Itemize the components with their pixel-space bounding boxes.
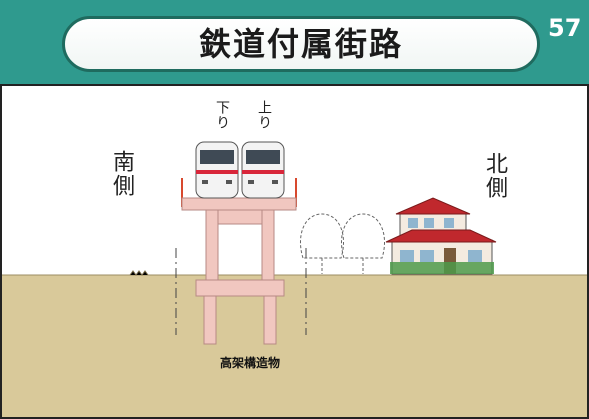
train-up-track bbox=[241, 141, 285, 199]
tree-2 bbox=[341, 213, 385, 274]
structure-label: 高架構造物 bbox=[219, 356, 280, 370]
tree-1 bbox=[300, 213, 344, 274]
grass-tuft bbox=[129, 270, 149, 276]
train-down-track bbox=[195, 141, 239, 199]
page-number: 57 bbox=[548, 14, 582, 42]
title-pill bbox=[62, 16, 540, 72]
up-track-label: 上り bbox=[256, 100, 272, 130]
page-title: 鉄道付属街路 bbox=[198, 25, 403, 63]
north-side-label: 北側 bbox=[482, 152, 507, 200]
down-track-label: 下り bbox=[214, 100, 230, 130]
house bbox=[385, 197, 497, 275]
viaduct-structure bbox=[181, 178, 297, 345]
south-side-label: 南側 bbox=[109, 150, 134, 198]
ground bbox=[2, 275, 587, 417]
